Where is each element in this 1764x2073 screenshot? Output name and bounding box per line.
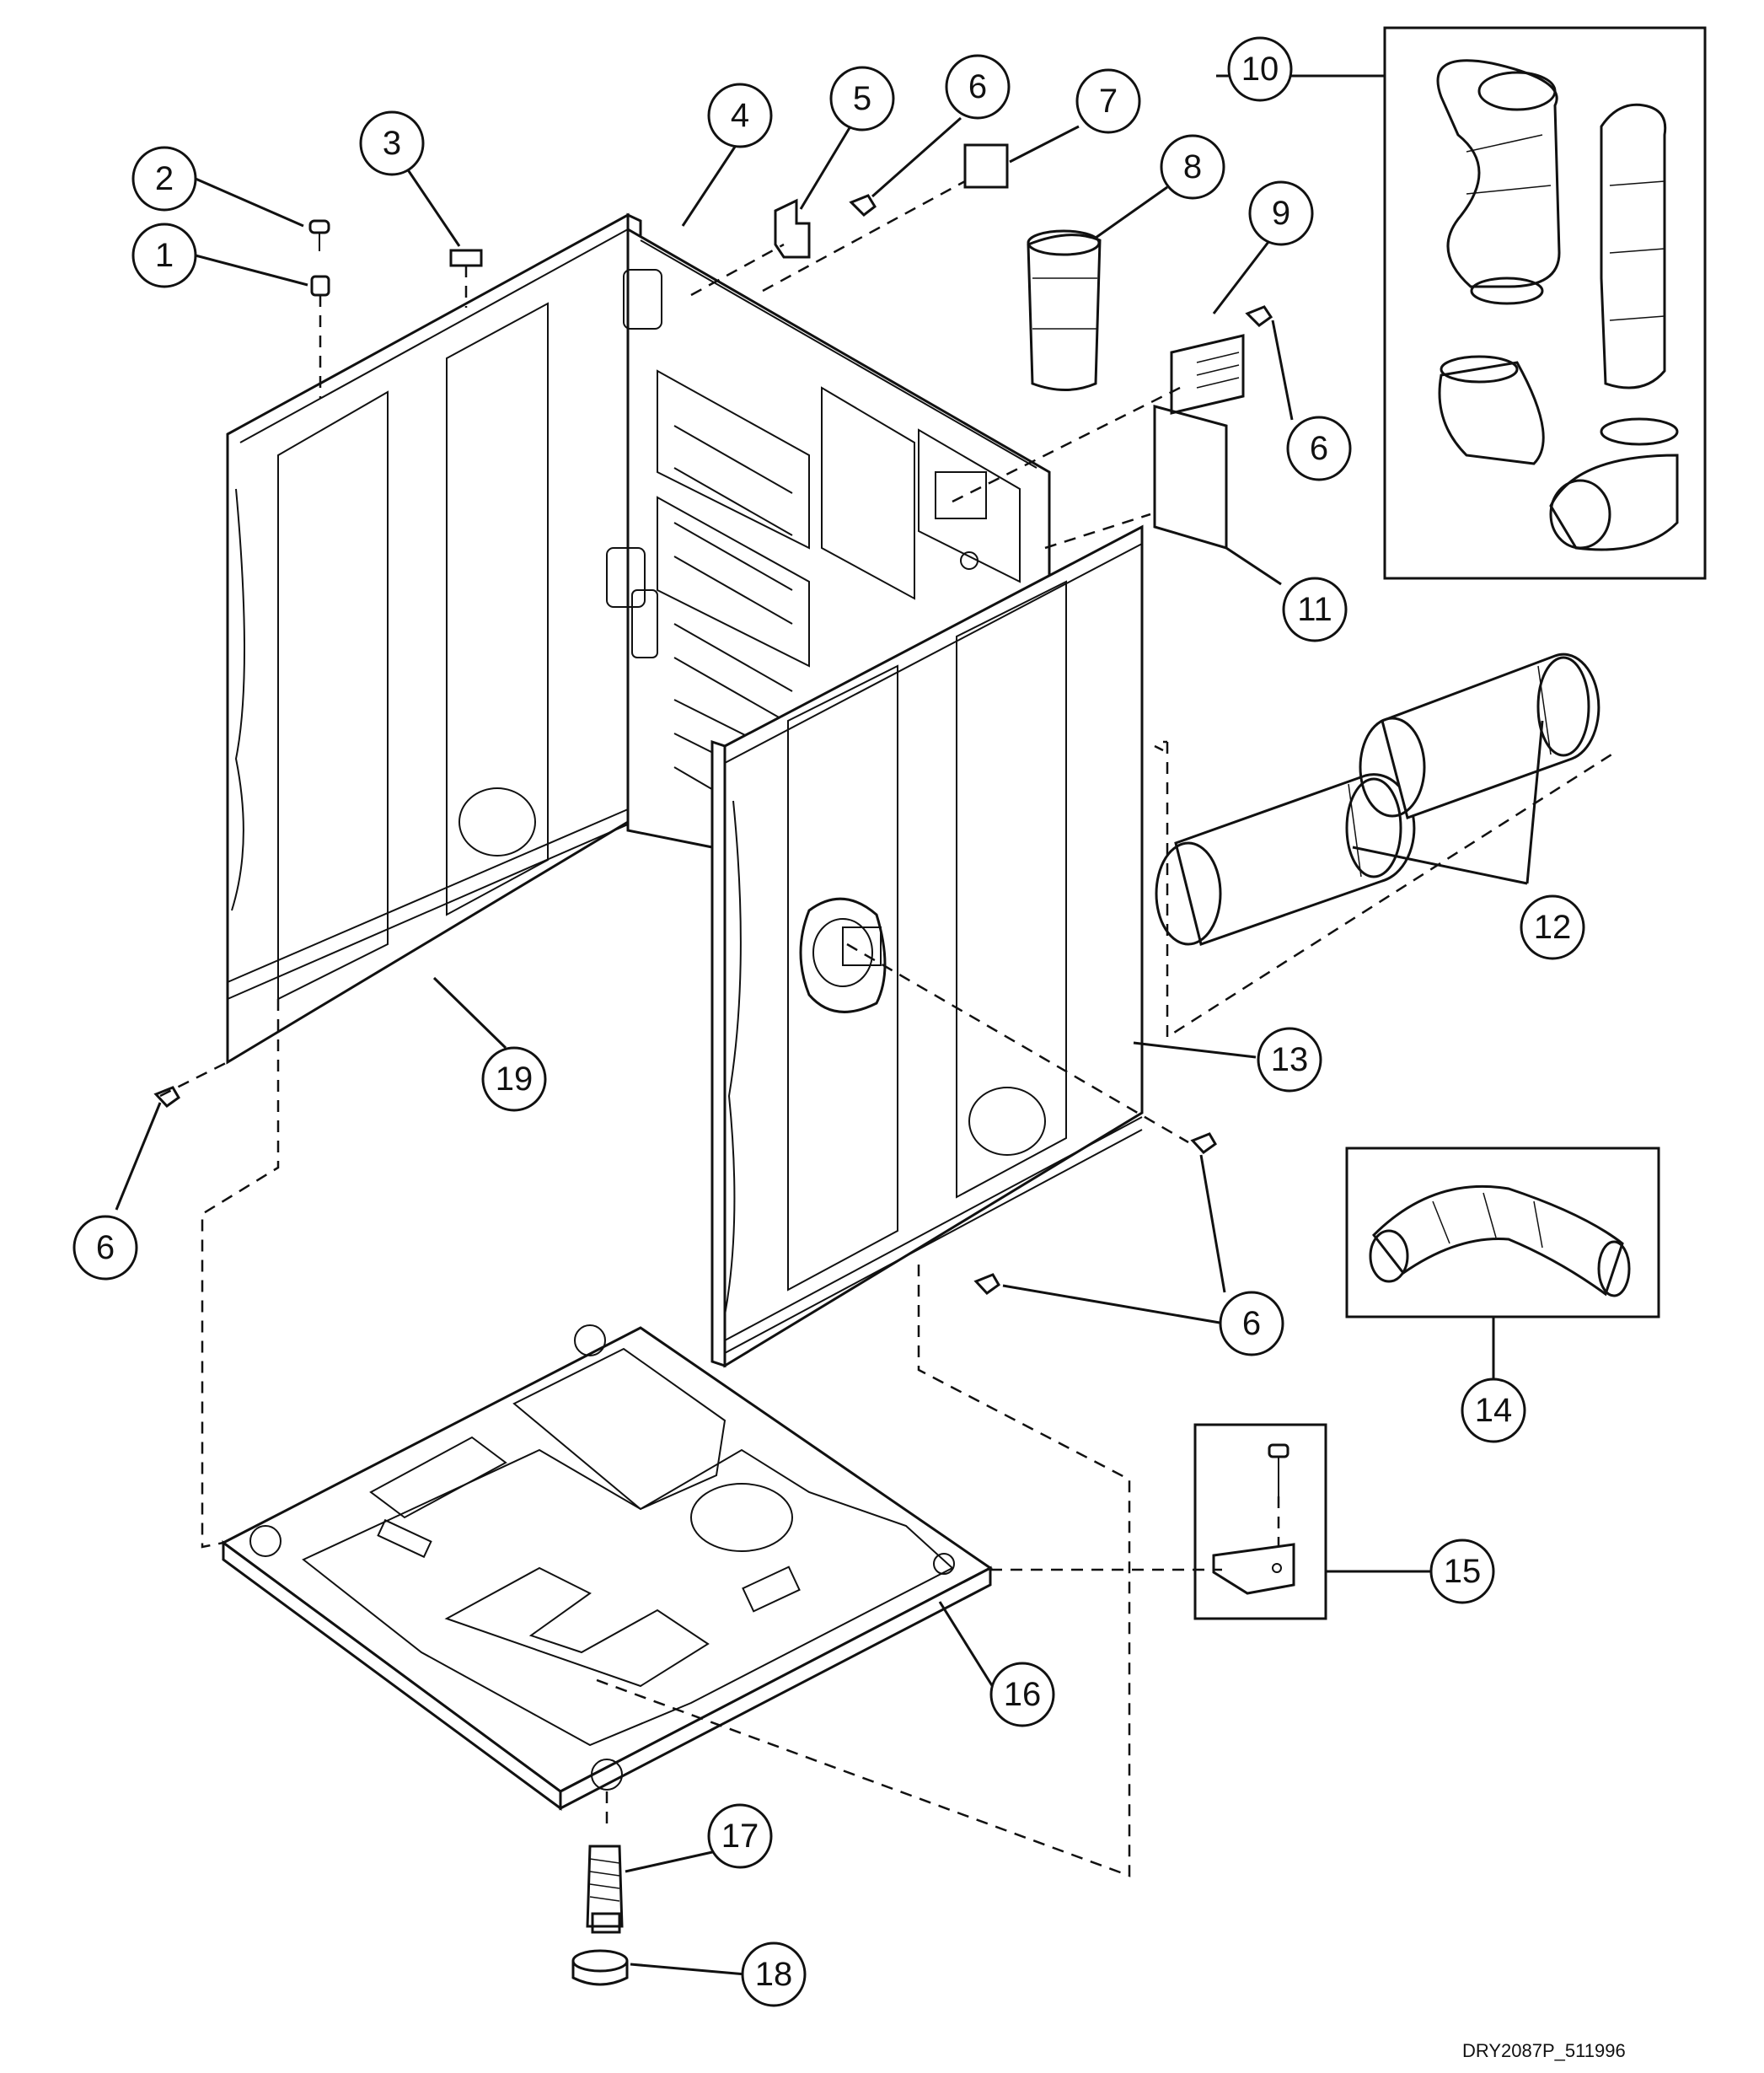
svg-text:6: 6 [96,1229,115,1266]
svg-text:9: 9 [1272,195,1290,232]
base-frame [221,1324,993,1811]
svg-text:17: 17 [721,1818,759,1855]
screw-right-icon [1190,1132,1217,1154]
callout-1: 1 [131,223,197,288]
svg-text:13: 13 [1271,1041,1309,1078]
screw-bottom-icon [973,1273,1000,1295]
svg-text:18: 18 [755,1956,793,1993]
svg-text:4: 4 [731,97,749,134]
callout-2: 2 [131,146,197,212]
callout-8: 8 [1160,134,1225,200]
callout-13: 13 [1257,1027,1322,1093]
svg-text:5: 5 [853,80,871,117]
callout-9: 9 [1248,180,1314,246]
callout-19: 19 [481,1046,547,1112]
callout-3: 3 [359,110,425,176]
svg-text:10: 10 [1241,51,1279,88]
vent-kit-box [1383,26,1707,580]
svg-text:3: 3 [383,125,401,162]
dashed-guides [159,180,1619,1877]
flex-hose-box [1345,1147,1660,1318]
callouts: 1 2 3 4 5 6 7 8 9 6 10 11 12 13 19 6 6 1… [72,36,1585,2007]
callout-5: 5 [829,66,895,132]
callout-12: 12 [1520,894,1585,960]
callout-16: 16 [989,1662,1055,1727]
callout-6-bottom: 6 [1219,1291,1284,1356]
callout-4: 4 [707,83,773,148]
callout-10: 10 [1227,36,1293,102]
svg-text:14: 14 [1475,1392,1513,1429]
callout-7: 7 [1075,68,1141,134]
svg-text:15: 15 [1444,1553,1482,1590]
svg-text:12: 12 [1534,909,1572,946]
callout-18: 18 [741,1941,807,2007]
svg-text:6: 6 [1242,1305,1261,1342]
callout-11: 11 [1282,577,1348,642]
callout-14: 14 [1461,1378,1526,1443]
left-side-panel [226,212,642,1065]
screw-left-icon [153,1086,180,1108]
callout-6-right: 6 [1286,416,1352,481]
svg-text:19: 19 [496,1061,533,1098]
callout-6-left: 6 [72,1215,138,1281]
callout-17: 17 [707,1803,773,1869]
top-brackets [774,143,1273,550]
right-side-panel [710,524,1144,1368]
svg-text:2: 2 [155,160,174,197]
leveling-bracket-box [1193,1423,1327,1620]
svg-text:6: 6 [968,68,987,105]
exhaust-duct-pipes [1155,653,1600,946]
svg-text:1: 1 [155,237,174,274]
svg-text:6: 6 [1310,430,1328,467]
callout-15: 15 [1429,1539,1495,1604]
svg-text:16: 16 [1004,1676,1042,1713]
leveling-leg [586,1845,624,1934]
reference-code: DRY2087P_511996 [1462,2040,1626,2061]
foot-pad [571,1949,629,1986]
svg-text:8: 8 [1183,148,1202,185]
hardware-screw-and-nut [308,219,483,398]
svg-text:7: 7 [1099,83,1118,120]
callout-6: 6 [945,54,1011,120]
svg-text:11: 11 [1297,591,1332,628]
